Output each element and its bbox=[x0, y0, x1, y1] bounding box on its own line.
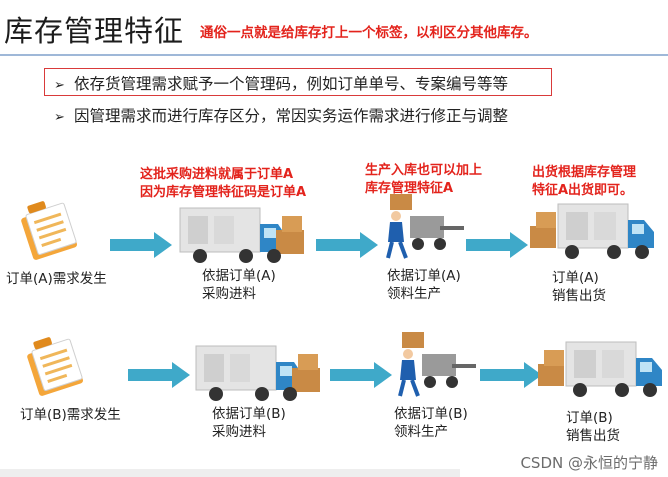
delivery-truck-icon bbox=[195, 345, 320, 401]
bullet-arrow-icon: ➢ bbox=[54, 78, 65, 93]
note-production: 生产入库也可以加上 库存管理特征A bbox=[365, 162, 482, 198]
bullet-item-1: ➢ 依存货管理需求赋予一个管理码，例如订单单号、专案编号等等 bbox=[54, 72, 508, 94]
flow-arrow-icon bbox=[330, 362, 392, 388]
delivery-truck-icon bbox=[538, 341, 662, 397]
note-line: 库存管理特征A bbox=[365, 181, 454, 196]
title-divider bbox=[0, 54, 668, 56]
caption-line: 订单(A)需求发生 bbox=[6, 271, 107, 287]
caption-line: 领料生产 bbox=[387, 286, 441, 302]
page-title: 库存管理特征 bbox=[4, 14, 185, 48]
caption-line: 依据订单(B) bbox=[212, 406, 286, 422]
note-shipping: 出货根据库存管理 特征A出货即可。 bbox=[532, 164, 636, 200]
note-line: 特征A出货即可。 bbox=[532, 183, 634, 198]
step-caption: 依据订单(B) 采购进料 bbox=[212, 405, 286, 441]
order-document-icon bbox=[21, 201, 77, 260]
bullet-text: 因管理需求而进行库存区分，常因实务运作需求进行修正与调整 bbox=[74, 107, 509, 125]
caption-line: 领料生产 bbox=[394, 424, 448, 440]
caption-line: 订单(B) bbox=[566, 410, 613, 426]
order-document-icon bbox=[27, 337, 83, 396]
step-caption: 订单(A)需求发生 bbox=[6, 270, 107, 288]
bullet-arrow-icon: ➢ bbox=[54, 110, 65, 125]
flow-arrow-icon bbox=[110, 232, 172, 258]
step-caption: 订单(B)需求发生 bbox=[20, 406, 121, 424]
step-caption: 依据订单(A) 领料生产 bbox=[387, 267, 461, 303]
bullet-item-2: ➢ 因管理需求而进行库存区分，常因实务运作需求进行修正与调整 bbox=[54, 104, 508, 126]
delivery-truck-icon bbox=[179, 207, 304, 263]
flow-arrow-icon bbox=[466, 232, 528, 258]
caption-line: 采购进料 bbox=[212, 424, 266, 440]
step-caption: 依据订单(A) 采购进料 bbox=[202, 267, 276, 303]
flow-arrow-icon bbox=[480, 362, 542, 388]
flow-arrow-icon bbox=[316, 232, 378, 258]
caption-line: 订单(A) bbox=[552, 270, 599, 286]
forklift-worker-icon bbox=[398, 332, 476, 397]
delivery-truck-icon bbox=[530, 203, 654, 259]
step-caption: 订单(B) 销售出货 bbox=[566, 409, 620, 445]
flow-arrow-icon bbox=[128, 362, 190, 388]
footer-strip bbox=[0, 469, 460, 477]
caption-line: 销售出货 bbox=[566, 428, 620, 444]
caption-line: 依据订单(A) bbox=[387, 268, 461, 284]
caption-line: 采购进料 bbox=[202, 286, 256, 302]
page-subtitle-note: 通俗一点就是给库存打上一个标签，以利区分其他库存。 bbox=[200, 25, 538, 41]
note-line: 出货根据库存管理 bbox=[532, 165, 637, 180]
caption-line: 依据订单(B) bbox=[394, 406, 468, 422]
bullet-text: 依存货管理需求赋予一个管理码，例如订单单号、专案编号等等 bbox=[74, 75, 509, 93]
caption-line: 依据订单(A) bbox=[202, 268, 276, 284]
step-caption: 订单(A) 销售出货 bbox=[552, 269, 606, 305]
note-purchase: 这批采购进料就属于订单A 因为库存管理特征码是订单A bbox=[140, 166, 306, 202]
caption-line: 订单(B)需求发生 bbox=[20, 407, 121, 423]
forklift-worker-icon bbox=[386, 194, 464, 259]
note-line: 这批采购进料就属于订单A bbox=[140, 167, 294, 182]
note-line: 因为库存管理特征码是订单A bbox=[140, 185, 307, 200]
caption-line: 销售出货 bbox=[552, 288, 606, 304]
csdn-watermark: CSDN @永恒的宁静 bbox=[520, 454, 658, 472]
step-caption: 依据订单(B) 领料生产 bbox=[394, 405, 468, 441]
note-line: 生产入库也可以加上 bbox=[365, 163, 483, 178]
highlight-box bbox=[44, 68, 552, 96]
